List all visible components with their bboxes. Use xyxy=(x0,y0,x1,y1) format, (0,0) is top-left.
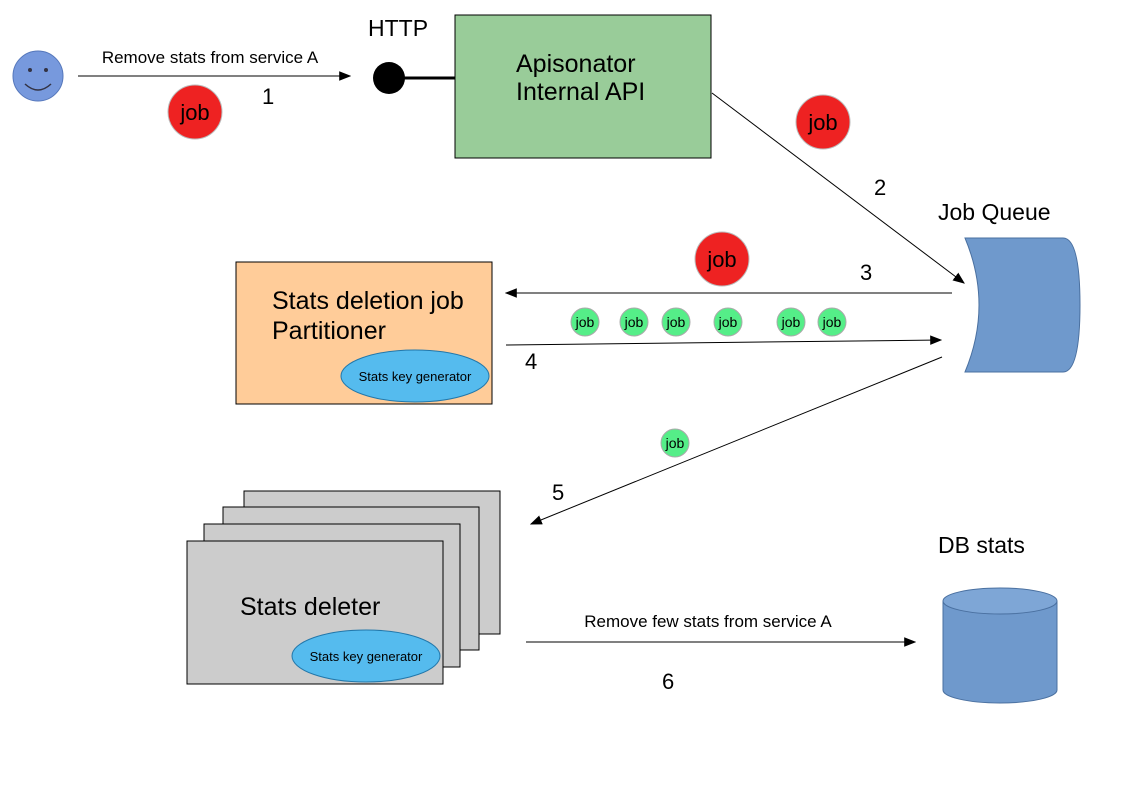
svg-text:job: job xyxy=(718,314,738,330)
job-token-small: job xyxy=(660,428,690,458)
user-icon xyxy=(12,50,64,102)
job-token-big: job xyxy=(795,94,851,150)
api-title-line2: Internal API xyxy=(516,78,645,106)
job-token-small: job xyxy=(619,307,649,337)
api-title-line1: Apisonator xyxy=(516,50,636,78)
job-token-big: job xyxy=(167,84,223,140)
job-token-big: job xyxy=(694,231,750,287)
edge-6-label: Remove few stats from service A xyxy=(584,612,832,631)
edge-6-step: 6 xyxy=(662,669,674,694)
deleter-title: Stats deleter xyxy=(240,593,380,621)
partitioner-box: Stats deletion job Partitioner Stats key… xyxy=(235,261,493,405)
queue-label: Job Queue xyxy=(938,199,1051,225)
svg-text:job: job xyxy=(665,435,685,451)
job-token-small: job xyxy=(661,307,691,337)
partitioner-key-generator xyxy=(340,349,490,403)
edge-4-step: 4 xyxy=(525,349,537,374)
svg-text:job: job xyxy=(666,314,686,330)
edge-1-step: 1 xyxy=(262,84,274,109)
svg-text:job: job xyxy=(807,110,837,135)
svg-text:job: job xyxy=(706,247,736,272)
deleter-key-generator-label: Stats key generator xyxy=(310,649,423,664)
svg-text:job: job xyxy=(822,314,842,330)
job-token-small: job xyxy=(570,307,600,337)
edge-5-line xyxy=(529,356,943,525)
partitioner-title-line1: Stats deletion job xyxy=(272,287,464,315)
db-cylinder xyxy=(942,587,1058,704)
partitioner-title-line2: Partitioner xyxy=(272,317,386,345)
edge-4-line xyxy=(505,335,943,346)
edge-5-step: 5 xyxy=(552,480,564,505)
edge-2-step: 2 xyxy=(874,175,886,200)
partitioner-key-generator-label: Stats key generator xyxy=(359,369,472,384)
deleter-key-generator xyxy=(291,629,441,683)
http-label: HTTP xyxy=(368,15,428,41)
svg-text:job: job xyxy=(781,314,801,330)
job-token-small: job xyxy=(713,307,743,337)
job-token-small: job xyxy=(776,307,806,337)
edge-2-line xyxy=(711,92,965,284)
job-queue-shape xyxy=(964,237,1081,373)
edge-1-label: Remove stats from service A xyxy=(102,48,319,67)
http-endpoint xyxy=(373,62,456,94)
svg-text:job: job xyxy=(624,314,644,330)
api-box: Apisonator Internal API xyxy=(454,14,712,159)
stats-deleter-stack: Stats deleter Stats key generator xyxy=(186,490,501,685)
svg-text:job: job xyxy=(179,100,209,125)
edge-3-step: 3 xyxy=(860,260,872,285)
svg-text:job: job xyxy=(575,314,595,330)
db-label: DB stats xyxy=(938,532,1025,558)
job-token-small: job xyxy=(817,307,847,337)
